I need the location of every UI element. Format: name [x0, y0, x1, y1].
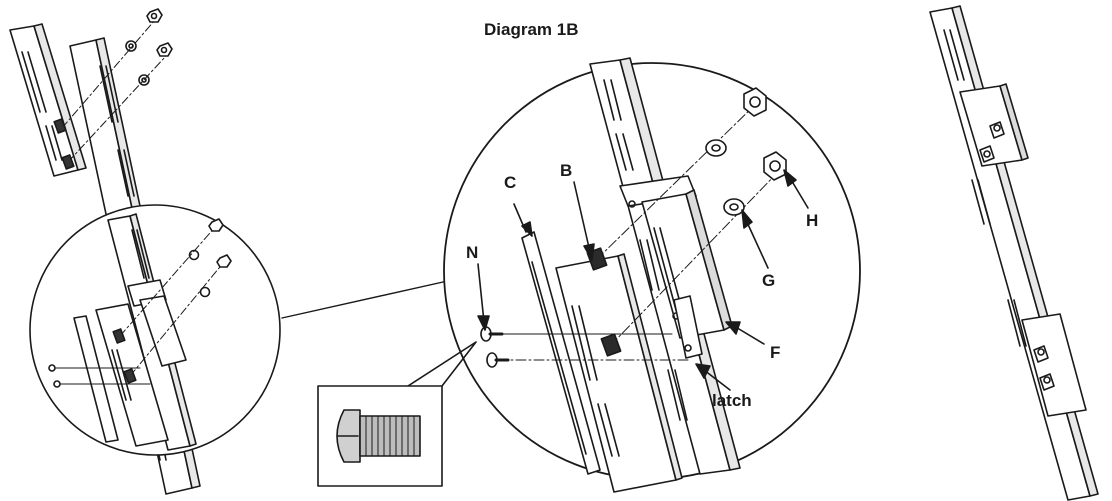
- screw-closeup-inset: [317, 341, 477, 487]
- washer-g: [723, 198, 745, 216]
- left-detail-circle: [29, 204, 281, 456]
- latch-part: [673, 295, 703, 359]
- diagram-title: Diagram 1B: [484, 20, 579, 39]
- label-c: C: [504, 173, 517, 192]
- screw-n-lower: [486, 352, 689, 368]
- label-h: H: [806, 211, 819, 230]
- right-assembly: [929, 5, 1099, 501]
- callout-arrows: [477, 169, 809, 391]
- main-detail-circle: [443, 57, 861, 493]
- screw-n-upper: [480, 326, 673, 342]
- left-upper-hardware: [53, 8, 173, 170]
- magnify-connector-line: [281, 279, 453, 319]
- nut-upper: [743, 87, 767, 117]
- washer-upper: [705, 139, 727, 157]
- label-b: B: [560, 161, 573, 180]
- left-upper-bracket: [9, 23, 87, 177]
- label-latch: latch: [712, 391, 752, 410]
- stud-lower: [600, 333, 622, 357]
- clamp-plate-f: [619, 175, 733, 339]
- label-f: F: [770, 343, 781, 362]
- label-n: N: [466, 243, 479, 262]
- label-g: G: [762, 271, 776, 290]
